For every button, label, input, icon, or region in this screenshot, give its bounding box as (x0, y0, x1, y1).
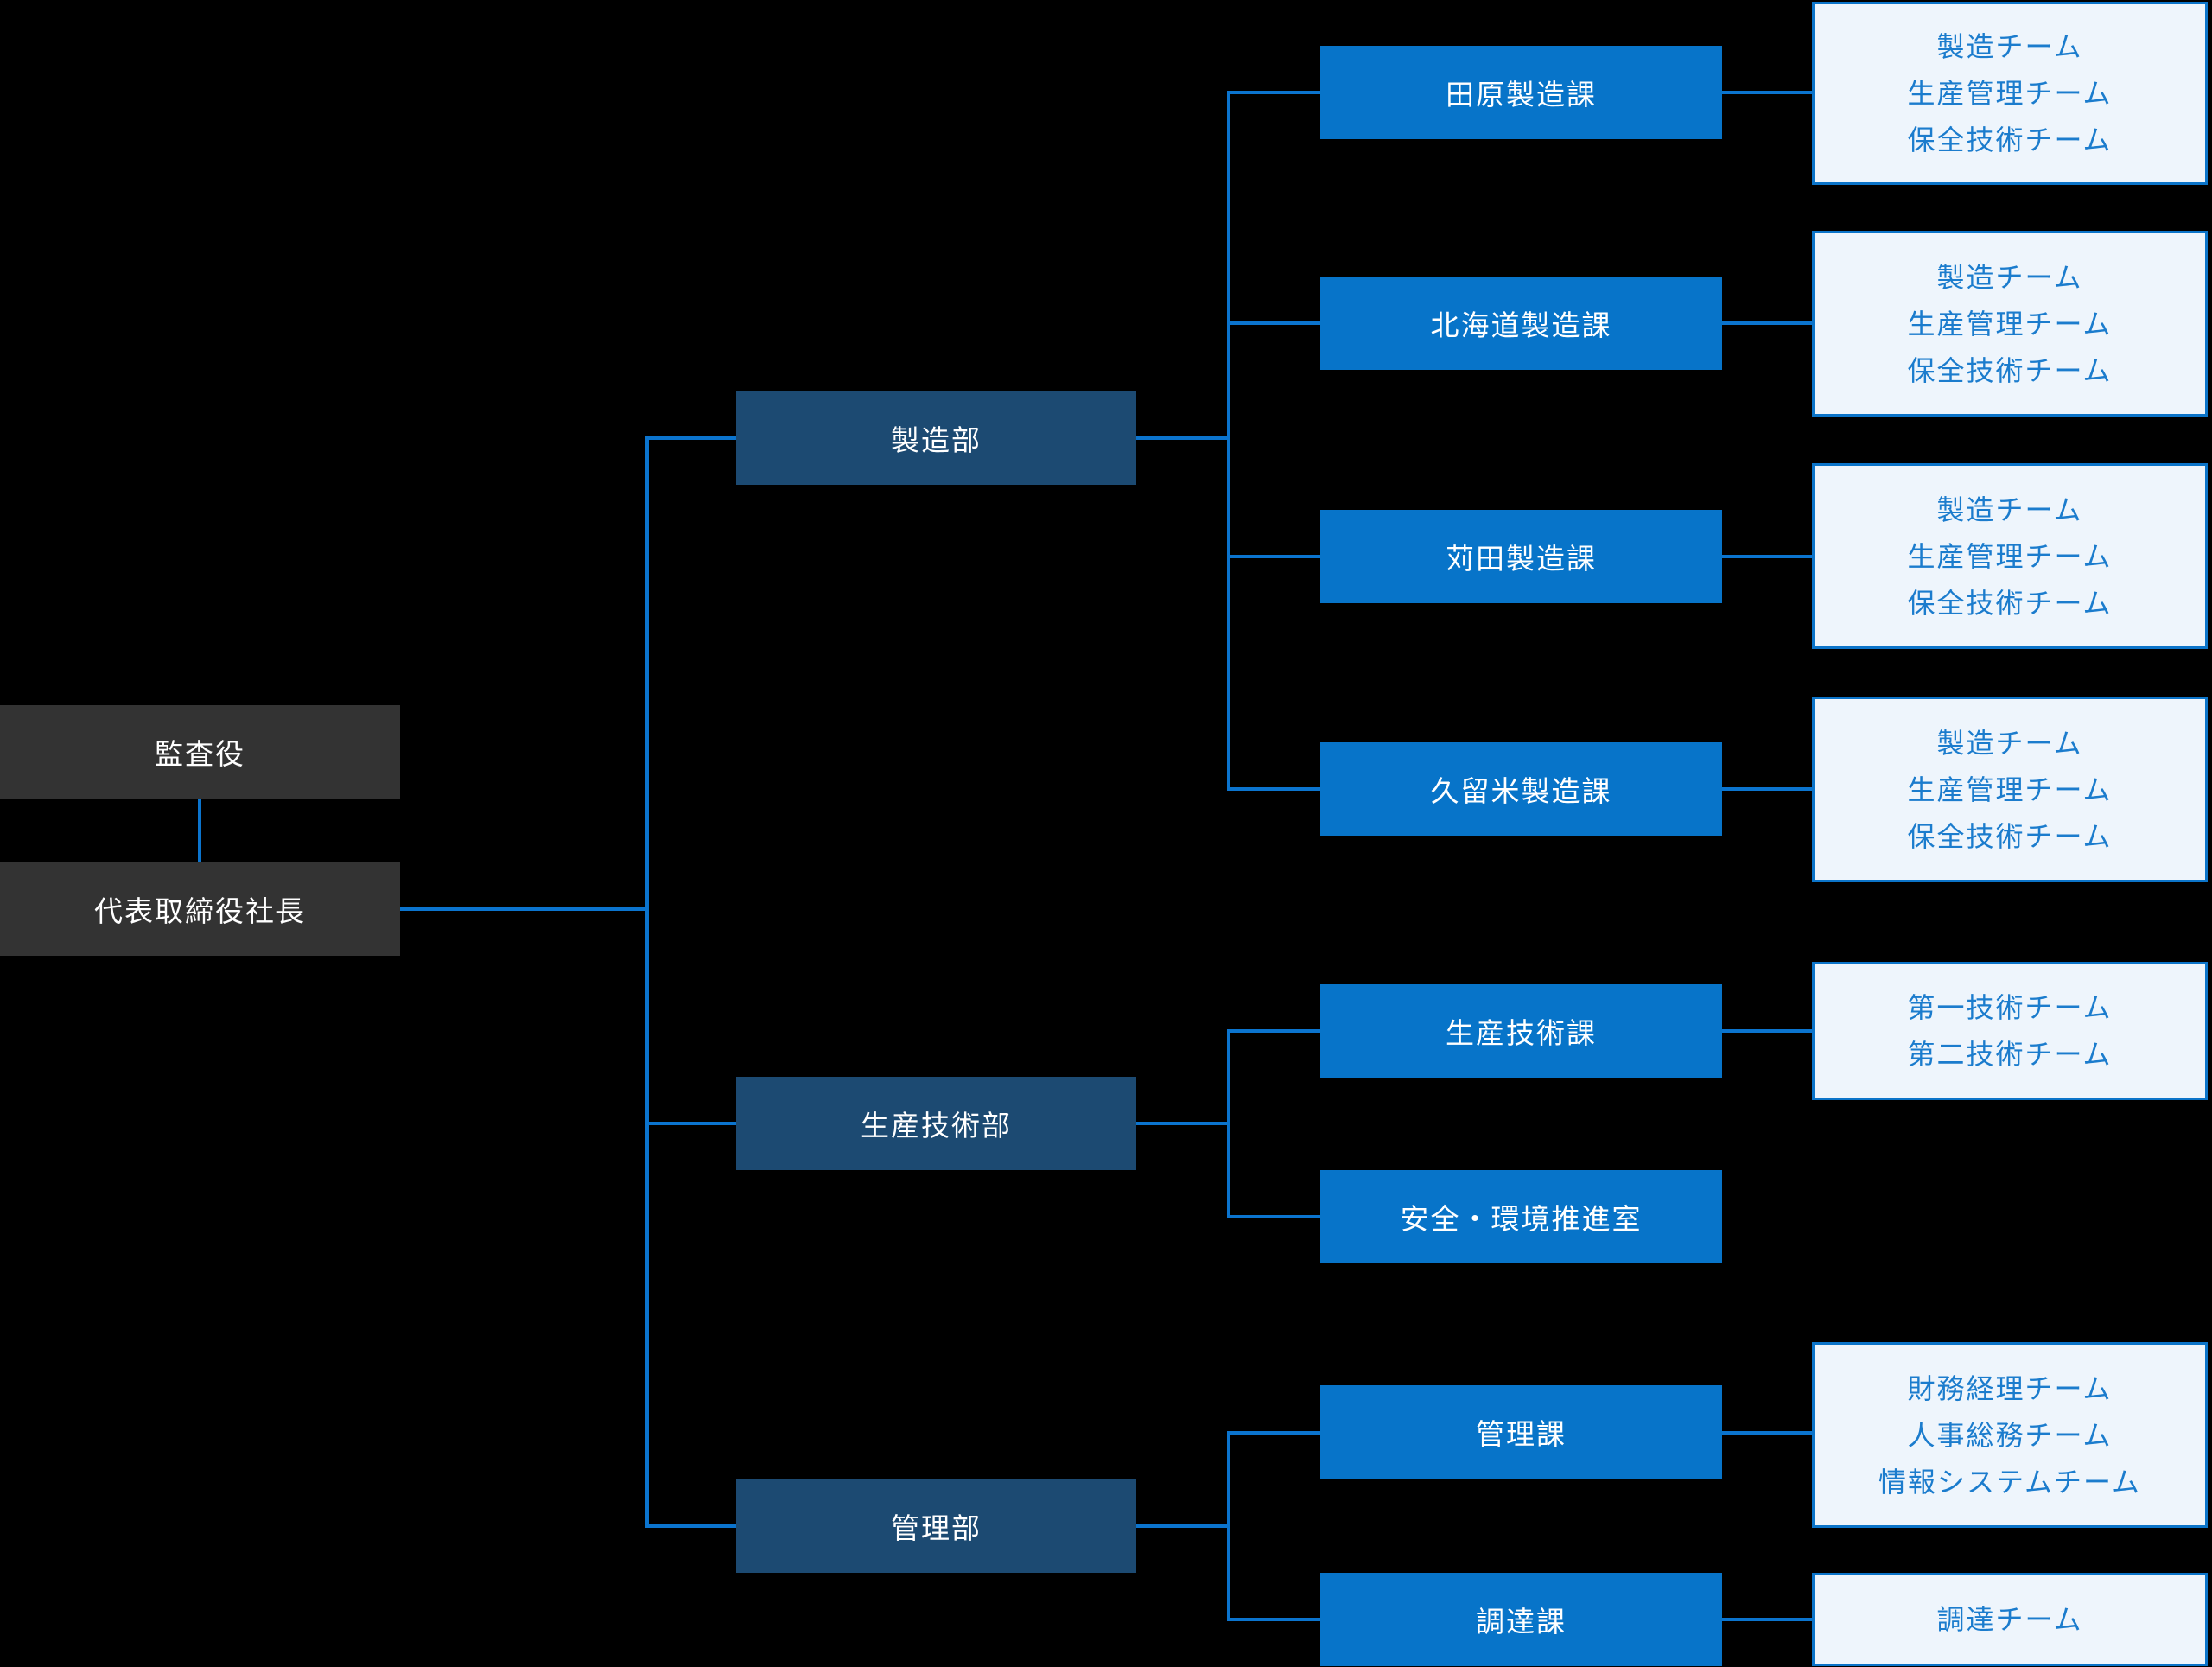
node-president-label: 代表取締役社長 (94, 895, 306, 927)
connector-line-to-kurume (1227, 787, 1320, 791)
node-dept-administration: 管理部 (736, 1479, 1136, 1573)
team-label: 製造チーム (1936, 261, 2083, 293)
node-section-safety-office-label: 安全・環境推進室 (1400, 1203, 1643, 1235)
team-label: 生産管理チーム (1907, 540, 2113, 572)
team-label: 製造チーム (1936, 31, 2083, 62)
node-section-kurume-label: 久留米製造課 (1430, 775, 1612, 807)
team-box-production-eng: 第一技術チーム 第二技術チーム (1812, 962, 2208, 1100)
node-section-hokkaido: 北海道製造課 (1320, 277, 1722, 370)
connector-trunk-engineering-sections (1227, 1029, 1230, 1218)
node-dept-manufacturing: 製造部 (736, 391, 1136, 485)
team-label: 調達チーム (1936, 1604, 2083, 1635)
node-section-procurement-label: 調達課 (1476, 1606, 1567, 1638)
team-label: 人事総務チーム (1907, 1419, 2113, 1451)
node-section-kanda-label: 苅田製造課 (1446, 543, 1597, 575)
team-label: 生産管理チーム (1907, 308, 2113, 340)
node-section-tahara-label: 田原製造課 (1446, 79, 1597, 111)
connector-line-president-trunk (400, 907, 649, 911)
node-section-admin-label: 管理課 (1476, 1418, 1567, 1450)
connector-line-to-safety-office (1227, 1215, 1320, 1218)
team-box-kurume: 製造チーム 生産管理チーム 保全技術チーム (1812, 697, 2208, 882)
connector-trunk-administration-sections (1227, 1431, 1230, 1621)
connector-stub-procurement-teams (1722, 1618, 1812, 1621)
connector-line-auditor-president (198, 799, 201, 862)
node-dept-manufacturing-label: 製造部 (891, 424, 982, 456)
node-president: 代表取締役社長 (0, 862, 400, 956)
team-box-kanda: 製造チーム 生産管理チーム 保全技術チーム (1812, 463, 2208, 649)
team-label: 保全技術チーム (1907, 587, 2113, 619)
team-label: 生産管理チーム (1907, 773, 2113, 805)
connector-line-manufacturing-trunk (1136, 436, 1230, 440)
team-box-procurement: 調達チーム (1812, 1573, 2208, 1666)
node-auditor: 監査役 (0, 705, 400, 799)
team-label: 財務経理チーム (1907, 1372, 2113, 1404)
node-section-procurement: 調達課 (1320, 1573, 1722, 1666)
node-section-kurume: 久留米製造課 (1320, 742, 1722, 836)
node-section-production-eng: 生産技術課 (1320, 984, 1722, 1078)
team-label: 保全技術チーム (1907, 820, 2113, 852)
team-label: 第一技術チーム (1907, 992, 2113, 1023)
team-box-tahara: 製造チーム 生産管理チーム 保全技術チーム (1812, 2, 2208, 185)
node-section-admin: 管理課 (1320, 1385, 1722, 1479)
node-section-kanda: 苅田製造課 (1320, 510, 1722, 603)
node-section-production-eng-label: 生産技術課 (1446, 1017, 1597, 1049)
node-auditor-label: 監査役 (155, 738, 245, 770)
node-section-safety-office: 安全・環境推進室 (1320, 1170, 1722, 1263)
connector-stub-kurume-teams (1722, 787, 1812, 791)
connector-stub-production-eng-teams (1722, 1029, 1812, 1033)
team-label: 生産管理チーム (1907, 78, 2113, 109)
team-label: 製造チーム (1936, 493, 2083, 525)
node-dept-engineering: 生産技術部 (736, 1077, 1136, 1170)
team-box-hokkaido: 製造チーム 生産管理チーム 保全技術チーム (1812, 231, 2208, 417)
connector-line-to-administration-dept (645, 1524, 736, 1528)
team-box-admin: 財務経理チーム 人事総務チーム 情報システムチーム (1812, 1342, 2208, 1528)
connector-stub-admin-teams (1722, 1431, 1812, 1435)
node-section-tahara: 田原製造課 (1320, 46, 1722, 139)
connector-stub-hokkaido-teams (1722, 321, 1812, 325)
connector-line-to-tahara (1227, 91, 1320, 94)
node-dept-administration-label: 管理部 (891, 1512, 982, 1544)
connector-line-administration-trunk (1136, 1524, 1230, 1528)
connector-line-to-hokkaido (1227, 321, 1320, 325)
connector-line-engineering-trunk (1136, 1122, 1230, 1125)
team-label: 保全技術チーム (1907, 124, 2113, 156)
team-label: 保全技術チーム (1907, 354, 2113, 386)
node-dept-engineering-label: 生産技術部 (861, 1110, 1012, 1142)
connector-line-to-manufacturing-dept (645, 436, 736, 440)
connector-stub-tahara-teams (1722, 91, 1812, 94)
team-label: 第二技術チーム (1907, 1039, 2113, 1070)
connector-line-to-production-eng-section (1227, 1029, 1320, 1033)
connector-stub-kanda-teams (1722, 555, 1812, 558)
connector-line-to-engineering-dept (645, 1122, 736, 1125)
team-label: 製造チーム (1936, 727, 2083, 759)
connector-trunk-manufacturing-sections (1227, 91, 1230, 791)
node-section-hokkaido-label: 北海道製造課 (1430, 309, 1612, 341)
connector-line-to-admin-section (1227, 1431, 1320, 1435)
connector-line-to-procurement-section (1227, 1618, 1320, 1621)
connector-trunk-departments (645, 436, 649, 1528)
team-label: 情報システムチーム (1878, 1466, 2142, 1498)
connector-line-to-kanda (1227, 555, 1320, 558)
